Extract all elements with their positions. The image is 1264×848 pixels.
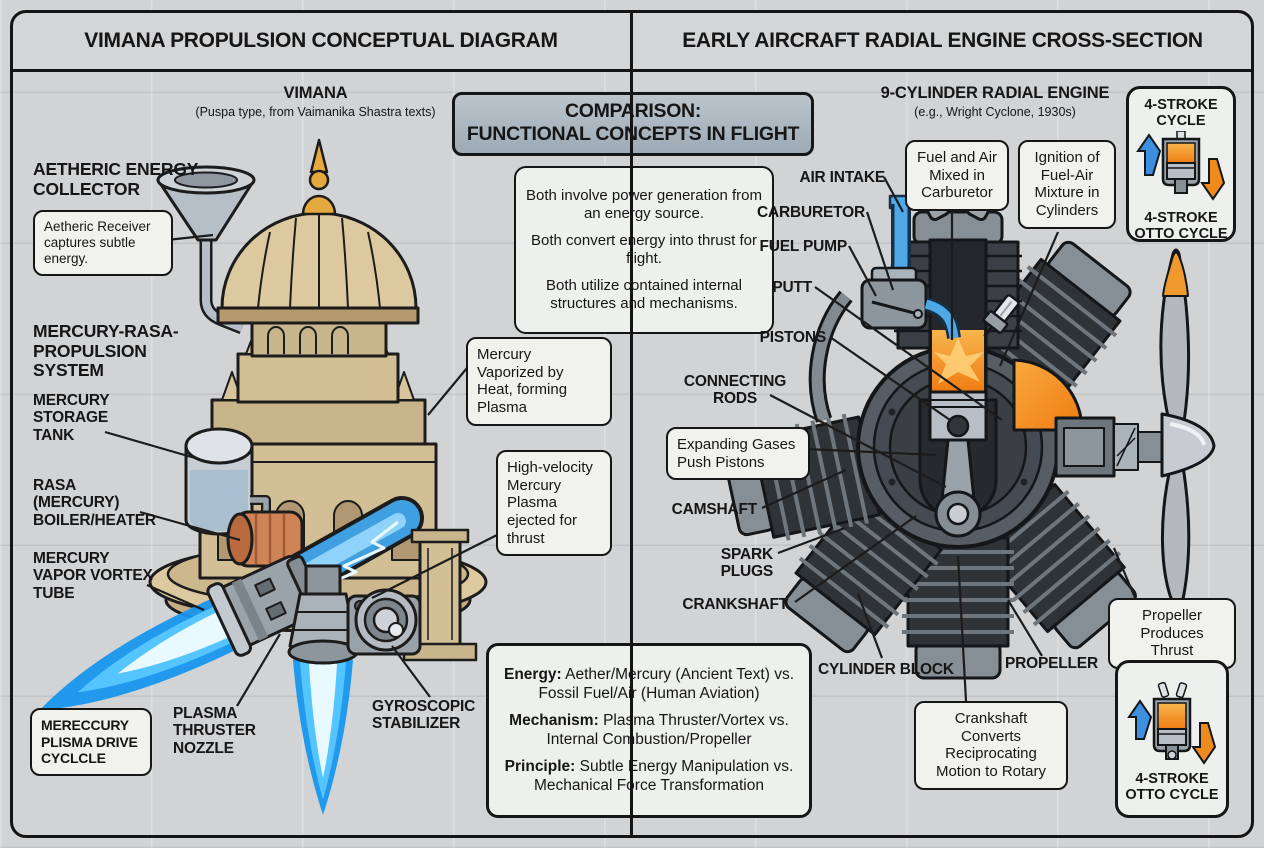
four-stroke-otto-caption: 4-STROKE OTTO CYCLE: [1134, 209, 1228, 242]
propeller: [1159, 248, 1191, 608]
engine-subtitle: (e.g., Wright Cyclone, 1930s): [914, 105, 1076, 119]
temple-column: [402, 528, 478, 662]
dome-band: [216, 306, 420, 325]
label-fuel-pump: FUEL PUMP: [759, 238, 848, 255]
label-camshaft: CAMSHAFT: [671, 501, 758, 518]
vimana-title: VIMANA: [283, 84, 348, 102]
exhaust-pipe: [811, 292, 851, 422]
label-spark-plugs: SPARK PLUGS: [720, 546, 774, 581]
label-aetheric-collector: AETHERIC ENERGY COLLECTOR: [33, 159, 198, 199]
left-panel-header: VIMANA PROPULSION CONCEPTUAL DIAGRAM: [12, 12, 630, 72]
label-connecting-rods: CONNECTING RODS: [683, 373, 787, 408]
callout-plasma-ejected: High-velocity Mercury Plasma ejected for…: [496, 450, 612, 557]
four-stroke-cycle-title: 4-STROKE CYCLE: [1144, 97, 1218, 130]
propeller-hub: [1054, 412, 1216, 478]
summary-energy: Energy: Aether/Mercury (Ancient Text) vs…: [499, 666, 799, 704]
callout-expanding-gases: Expanding Gases Push Pistons: [666, 427, 810, 481]
gyroscope: [346, 588, 422, 656]
engine-title: 9-CYLINDER RADIAL ENGINE: [880, 84, 1110, 102]
summary-principle: Principle: Subtle Energy Manipulation vs…: [499, 758, 799, 796]
comparison-point: Both involve power generation from an en…: [526, 187, 762, 222]
up-arrow-icon: [1136, 133, 1162, 177]
label-gyroscopic-stabilizer: GYROSCOPIC STABILIZER: [372, 698, 476, 733]
summary-principle-term: Principle:: [504, 757, 576, 775]
finial: [301, 138, 337, 216]
vimana-illustration: [39, 138, 488, 815]
callout-plasma-drive-cycle: MERECCURY PLISMA DRIVE CYCLCLE: [30, 708, 152, 776]
plasma-thruster-nozzle: [287, 564, 359, 815]
piston-icon: [1127, 681, 1217, 765]
label-propeller: PROPELLER: [1005, 655, 1098, 672]
spark-plug-icon: [1157, 681, 1188, 698]
label-cylinder-block: CYLINDER BLOCK: [818, 661, 954, 678]
callout-ignition: Ignition of Fuel-Air Mixture in Cylinder…: [1018, 140, 1116, 229]
summary-mechanism: Mechanism: Plasma Thruster/Vortex vs. In…: [499, 712, 799, 750]
down-arrow-icon: [1191, 721, 1217, 765]
piston-icon: [1136, 130, 1226, 202]
label-propulsion-system: MERCURY-RASA-PROPULSION SYSTEM: [33, 321, 179, 381]
comparison-point: Both convert energy into thrust for flig…: [531, 232, 757, 267]
spark-plug-icon: [982, 294, 1020, 338]
comparison-title-line1: COMPARISON:: [564, 100, 702, 122]
label-crankshaft: CRANKSHAFT: [682, 596, 788, 613]
callout-fuel-air-mixed: Fuel and Air Mixed in Carburetor: [905, 140, 1009, 212]
callout-mercury-vaporized: Mercury Vaporized by Heat, forming Plasm…: [466, 337, 612, 426]
callout-aetheric-receiver: Aetheric Receiver captures subtle energy…: [33, 210, 173, 276]
callout-propeller-thrust: Propeller Produces Thrust: [1108, 598, 1236, 670]
cylinder-cutaway: [894, 190, 1022, 538]
comparison-title-line2: FUNCTIONAL CONCEPTS IN FLIGHT: [466, 123, 800, 145]
label-thruster-nozzle: PLASMA THRUSTER NOZZLE: [173, 705, 256, 757]
left-header-title: VIMANA PROPULSION CONCEPTUAL DIAGRAM: [84, 28, 558, 52]
vimana-subtitle: (Puspa type, from Vaimanika Shastra text…: [195, 105, 436, 119]
propeller-tip: [1162, 251, 1189, 297]
engine-title-block: 9-CYLINDER RADIAL ENGINE (e.g., Wright C…: [855, 84, 1135, 119]
label-boiler-heater: RASA (MERCURY) BOILER/HEATER: [33, 477, 156, 529]
four-stroke-otto-caption: 4-STROKE OTTO CYCLE: [1125, 770, 1219, 803]
comparison-point: Both utilize contained internal structur…: [546, 277, 742, 312]
summary-mechanism-term: Mechanism:: [509, 711, 599, 729]
summary-mechanism-text: Plasma Thruster/Vortex vs. Internal Comb…: [546, 711, 789, 748]
up-arrow-icon: [1127, 698, 1153, 740]
summary-energy-text: Aether/Mercury (Ancient Text) vs. Fossil…: [538, 666, 795, 702]
label-pistons: PISTONS: [759, 329, 827, 346]
fuel-pump-lever: [871, 300, 919, 316]
label-storage-tank: MERCURY STORAGE TANK: [33, 392, 110, 444]
label-putt: PUTT: [772, 279, 812, 296]
right-panel-header: EARLY AIRCRAFT RADIAL ENGINE CROSS-SECTI…: [633, 12, 1252, 72]
vimana-title-block: VIMANA (Puspa type, from Vaimanika Shast…: [178, 84, 453, 119]
right-header-title: EARLY AIRCRAFT RADIAL ENGINE CROSS-SECTI…: [682, 28, 1203, 52]
fuel-air-pipe: [924, 299, 959, 339]
four-stroke-cycle-bottom-box: 4-STROKE OTTO CYCLE: [1115, 660, 1229, 818]
label-carburetor: CARBURETOR: [757, 204, 865, 221]
comparison-points-box: Both involve power generation from an en…: [514, 166, 774, 334]
callout-crankshaft-converts: Crankshaft Converts Reciprocating Motion…: [914, 701, 1068, 790]
label-air-intake: AIR INTAKE: [799, 169, 885, 186]
summary-energy-term: Energy:: [503, 666, 562, 683]
down-arrow-icon: [1200, 158, 1226, 202]
summary-principle-text: Subtle Energy Manipulation vs. Mechanica…: [533, 757, 794, 794]
label-vortex-tube: MERCURY VAPOR VORTEX TUBE: [33, 550, 153, 602]
comparison-title-box: COMPARISON: FUNCTIONAL CONCEPTS IN FLIGH…: [452, 92, 814, 156]
four-stroke-cycle-top-box: 4-STROKE CYCLE 4-STROKE OTTO CYCLE: [1126, 86, 1236, 242]
spinner-cone: [1160, 412, 1216, 478]
panel-divider: [630, 12, 633, 836]
comparison-summary-box: Energy: Aether/Mercury (Ancient Text) vs…: [486, 643, 812, 819]
leader-lines: [104, 176, 1138, 707]
carburetor: [860, 266, 928, 330]
